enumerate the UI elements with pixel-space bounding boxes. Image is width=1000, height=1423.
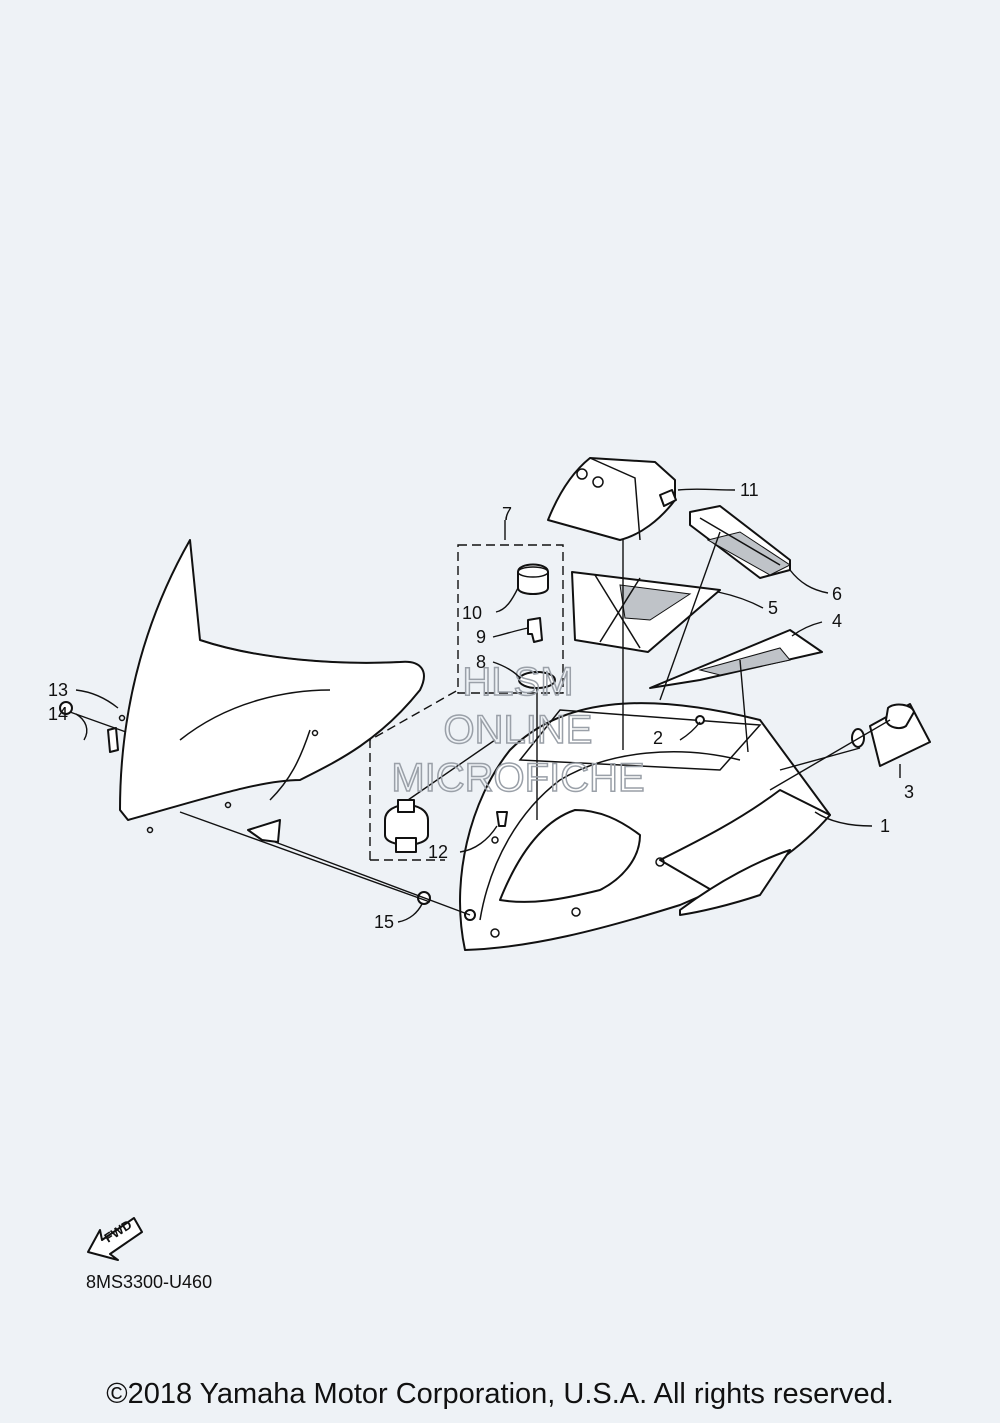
callout-8: 8	[476, 652, 486, 672]
watermark: HLSM ONLINE MICROFICHE	[391, 659, 646, 801]
callout-15: 15	[374, 912, 394, 932]
fwd-arrow: FWD	[87, 1217, 143, 1261]
svg-text:ONLINE: ONLINE	[444, 708, 593, 752]
callout-1: 1	[880, 816, 890, 836]
callout-11: 11	[740, 480, 759, 500]
copyright-notice: ©2018 Yamaha Motor Corporation, U.S.A. A…	[106, 1378, 894, 1410]
callout-leaders	[75, 488, 901, 923]
callout-14: 14	[48, 704, 68, 724]
deck-cover	[459, 702, 831, 951]
callout-5: 5	[768, 598, 778, 618]
grille-upper	[571, 571, 721, 653]
svg-text:HLSM: HLSM	[462, 660, 573, 704]
callout-10: 10	[462, 603, 482, 623]
assembly-lines	[69, 531, 891, 916]
svg-text:MICROFICHE: MICROFICHE	[391, 756, 644, 800]
diagram-code: 8MS3300-U460	[86, 1272, 212, 1292]
callout-12: 12	[428, 842, 448, 862]
callout-4: 4	[832, 611, 842, 631]
callout-6: 6	[832, 584, 842, 604]
callout-13: 13	[48, 680, 68, 700]
windshield	[118, 539, 425, 843]
callout-3: 3	[904, 782, 914, 802]
storage-lid	[547, 457, 677, 541]
meter-unit	[689, 505, 791, 579]
key-switch-set	[369, 544, 564, 861]
grille-lower	[649, 629, 823, 689]
callout-9: 9	[476, 627, 486, 647]
callout-7: 7	[502, 504, 512, 524]
callout-2: 2	[653, 728, 663, 748]
callout-labels: 1 2 3 4 5 6 7 8 9 10 11 12 13 14 15	[48, 480, 914, 932]
